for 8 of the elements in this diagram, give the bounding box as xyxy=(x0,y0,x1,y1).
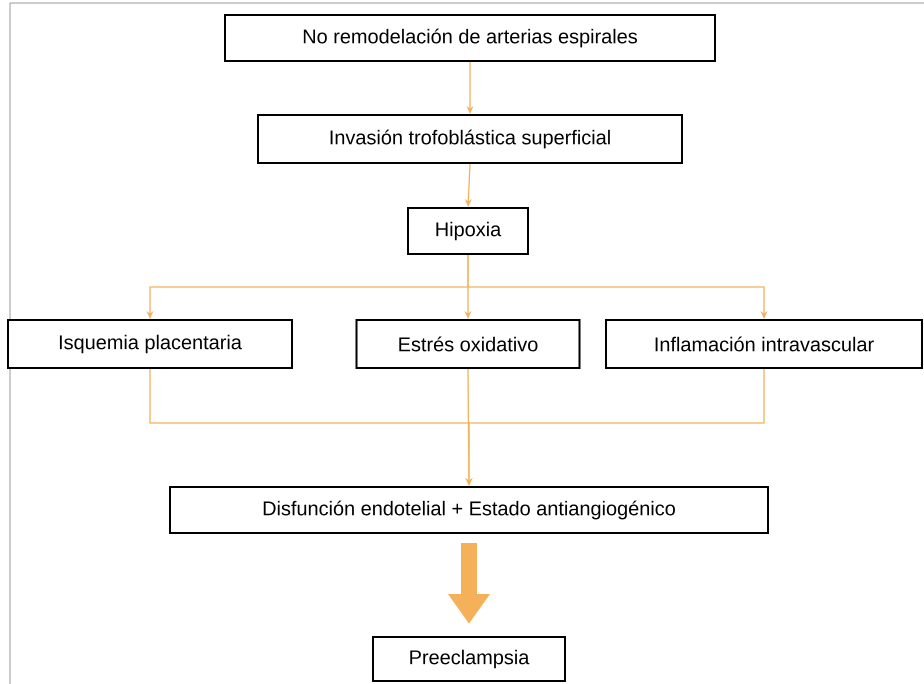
process-box: Hipoxia xyxy=(407,207,529,255)
process-box: Preeclampsia xyxy=(372,636,566,682)
process-box: Invasión trofoblástica superficial xyxy=(257,114,683,164)
process-box: Disfunción endotelial + Estado antiangiogénico xyxy=(169,486,769,534)
process-box: No remodelación de arterias espirales xyxy=(224,14,716,62)
process-box: Inflamación intravascular xyxy=(605,319,923,369)
process-box: Estrés oxidativo xyxy=(356,319,580,369)
process-box: Isquemia placentaria xyxy=(7,319,293,369)
